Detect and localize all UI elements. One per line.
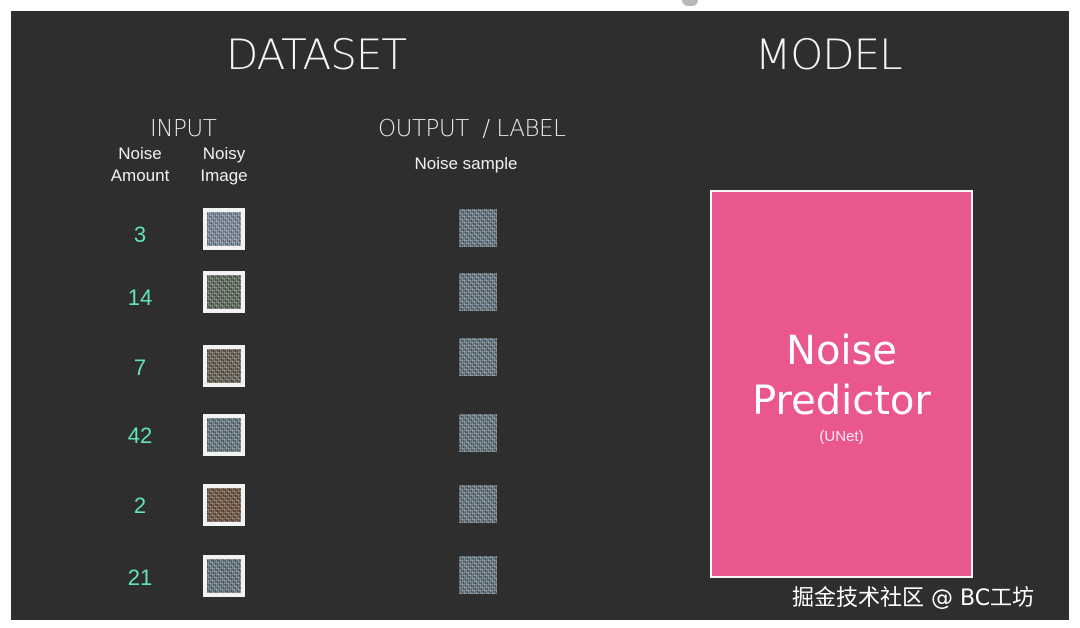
noisy-image-thumbnail xyxy=(203,484,245,526)
noise-sample-image xyxy=(459,338,497,376)
noise-sample-image xyxy=(459,485,497,523)
noise-sample-image xyxy=(459,414,497,452)
noise-sample-image xyxy=(459,209,497,247)
noise-sample-image xyxy=(459,556,497,594)
noisy-image-thumbnail xyxy=(203,555,245,597)
noisy-image-thumbnail xyxy=(203,414,245,456)
noise-predictor-subtitle: (UNet) xyxy=(819,428,864,445)
dataset-heading: DATASET xyxy=(226,30,407,79)
noise-amount-value: 3 xyxy=(133,222,147,247)
noise-sample-column-label: Noise sample xyxy=(414,154,518,173)
noise-amount-value: 7 xyxy=(133,355,147,380)
noise-amount-value: 21 xyxy=(127,565,153,590)
noisy-image-thumbnail xyxy=(203,208,245,250)
noise-predictor-title-line2: Predictor xyxy=(752,378,931,424)
noisy-image-thumbnail xyxy=(203,345,245,387)
noise-amount-column-label: Noise Amount xyxy=(110,144,170,185)
noisy-image-thumbnail xyxy=(203,271,245,313)
noise-sample-image xyxy=(459,273,497,311)
watermark-text: 掘金技术社区 @ BC工坊 xyxy=(792,586,1035,611)
output-label-heading: OUTPUT / LABEL xyxy=(378,116,566,142)
top-edge-mark xyxy=(682,0,698,6)
noise-predictor-box: Noise Predictor (UNet) xyxy=(710,190,973,578)
noise-predictor-title-line1: Noise xyxy=(786,328,897,374)
noise-amount-value: 2 xyxy=(133,493,147,518)
noise-amount-value: 14 xyxy=(127,285,153,310)
noise-amount-value: 42 xyxy=(127,423,153,448)
noisy-image-column-label: Noisy Image xyxy=(200,144,248,185)
input-heading: INPUT xyxy=(150,116,217,142)
model-heading: MODEL xyxy=(755,30,903,79)
